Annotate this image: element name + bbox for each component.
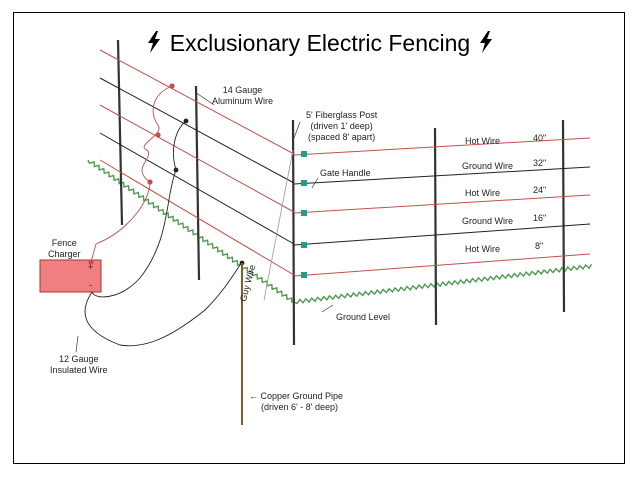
connection-node — [147, 179, 153, 185]
charger-plus-terminal: + — [88, 262, 94, 272]
fence-charger-label: Fence Charger — [48, 238, 81, 259]
ground-jumper-wire — [91, 120, 187, 298]
fence-wire-left — [99, 104, 295, 213]
wire-height-40: 40" — [533, 133, 547, 143]
fence-wire-right — [293, 137, 591, 156]
diagram-frame — [13, 12, 625, 464]
leader-line — [75, 335, 79, 353]
lightning-bolt-icon — [148, 31, 161, 53]
fiberglass-post — [116, 39, 124, 226]
lightning-bolt-icon — [479, 31, 492, 53]
gate-handle-insulator-icon — [301, 180, 307, 186]
hot-jumper-wire — [90, 85, 173, 263]
title-text: Exclusionary Electric Fencing — [169, 30, 471, 56]
fence-wire-left — [99, 49, 295, 155]
ground-level-line-left — [87, 159, 293, 303]
connection-node — [88, 259, 94, 265]
fiberglass-post-label: 5' Fiberglass Post (driven 1' deep) (spa… — [306, 110, 378, 142]
wire-height-8: 8" — [535, 241, 544, 251]
fence-wire-right — [293, 194, 591, 214]
insulated-wire-label: 12 Gauge Insulated Wire — [50, 354, 108, 375]
copper-pipe-label: ← Copper Ground Pipe (driven 6' - 8' dee… — [249, 391, 344, 412]
wire-label-hot-8: Hot Wire — [465, 244, 501, 254]
fiberglass-post — [433, 127, 438, 326]
wire-label-hot-40: Hot Wire — [465, 136, 501, 146]
leader-line — [194, 91, 215, 106]
guy-wire — [263, 149, 294, 301]
fiberglass-post — [194, 85, 201, 281]
wire-height-32: 32" — [533, 158, 547, 168]
ground-to-pipe-wire — [84, 261, 243, 347]
connection-node — [169, 83, 175, 89]
corner-post — [291, 119, 296, 346]
connection-node — [173, 167, 179, 173]
aluminum-wire-label: 14 Gauge Aluminum Wire — [212, 85, 274, 106]
leader-line — [321, 304, 334, 313]
wire-label-ground-32: Ground Wire — [462, 161, 514, 171]
insulator-icon — [301, 151, 307, 157]
wire-height-16: 16" — [533, 213, 547, 223]
fence-wire-right — [293, 223, 591, 246]
charger-minus-terminal: - — [89, 280, 92, 290]
wire-height-24: 24" — [533, 185, 547, 195]
ground-level-line-right — [293, 263, 593, 305]
insulator-icon — [301, 210, 307, 216]
fence-charger — [39, 259, 102, 293]
wire-label-ground-16: Ground Wire — [462, 216, 514, 226]
fence-wire-left — [99, 159, 295, 276]
fence-wire-left — [99, 77, 295, 184]
leader-line — [311, 177, 319, 189]
fence-wire-right — [293, 253, 591, 277]
insulator-icon — [301, 272, 307, 278]
wire-label-hot-24: Hot Wire — [465, 188, 501, 198]
connection-node — [183, 118, 189, 124]
fence-wire-left — [99, 132, 295, 245]
insulator-icon — [301, 242, 307, 248]
fence-wire-right — [293, 166, 591, 185]
gate-handle-label: Gate Handle — [320, 168, 371, 178]
fiberglass-post — [561, 119, 566, 313]
ground-level-label: Ground Level — [336, 312, 391, 322]
page-title: Exclusionary Electric Fencing — [0, 30, 640, 57]
leader-line — [293, 121, 301, 139]
connection-node — [155, 132, 161, 138]
